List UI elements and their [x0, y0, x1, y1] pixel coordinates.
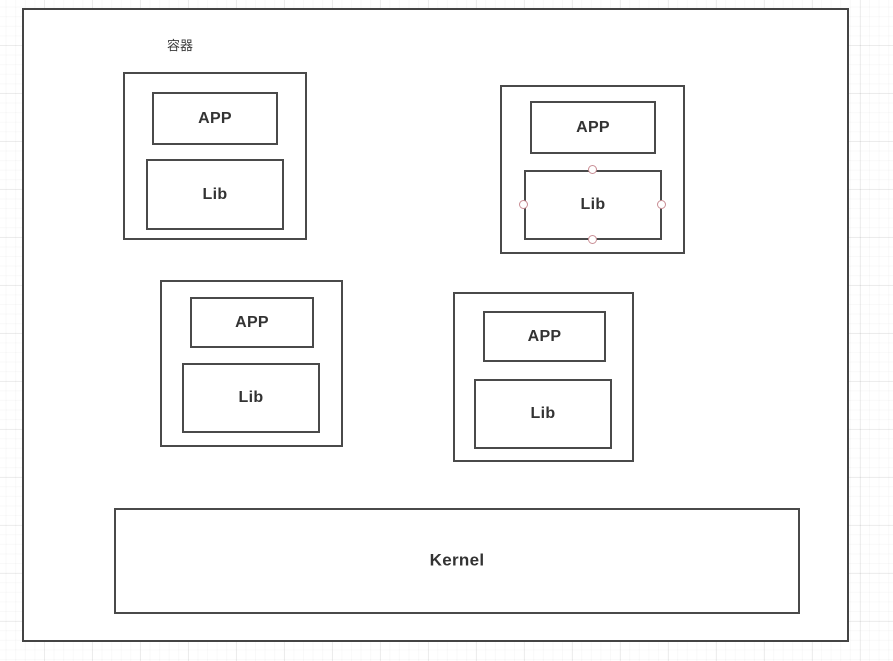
container-1-lib-label: Lib	[202, 185, 228, 203]
container-2-lib-label: Lib	[580, 196, 606, 214]
container-2-app-box[interactable]: APP	[530, 101, 656, 154]
container-2-lib-box[interactable]: Lib	[524, 170, 662, 240]
selection-handle-top-icon[interactable]	[588, 165, 597, 174]
selection-handle-right-icon[interactable]	[657, 200, 666, 209]
kernel-label: Kernel	[429, 550, 485, 570]
container-1-app-label: APP	[198, 109, 232, 127]
container-1-app-box[interactable]: APP	[152, 92, 278, 145]
container-4-lib-label: Lib	[530, 405, 556, 423]
container-3-lib-box[interactable]: Lib	[182, 363, 320, 433]
container-caption-label[interactable]: 容器	[167, 38, 194, 53]
container-2-app-label: APP	[576, 118, 610, 136]
kernel-box[interactable]: Kernel	[114, 508, 800, 614]
selection-handle-bottom-icon[interactable]	[588, 235, 597, 244]
container-3-app-box[interactable]: APP	[190, 297, 314, 348]
container-4-app-box[interactable]: APP	[483, 311, 606, 362]
container-3-app-label: APP	[235, 313, 269, 331]
selection-handle-left-icon[interactable]	[519, 200, 528, 209]
container-4-lib-box[interactable]: Lib	[474, 379, 612, 449]
container-1-lib-box[interactable]: Lib	[146, 159, 284, 230]
container-3-lib-label: Lib	[238, 389, 264, 407]
container-4-app-label: APP	[527, 327, 562, 345]
